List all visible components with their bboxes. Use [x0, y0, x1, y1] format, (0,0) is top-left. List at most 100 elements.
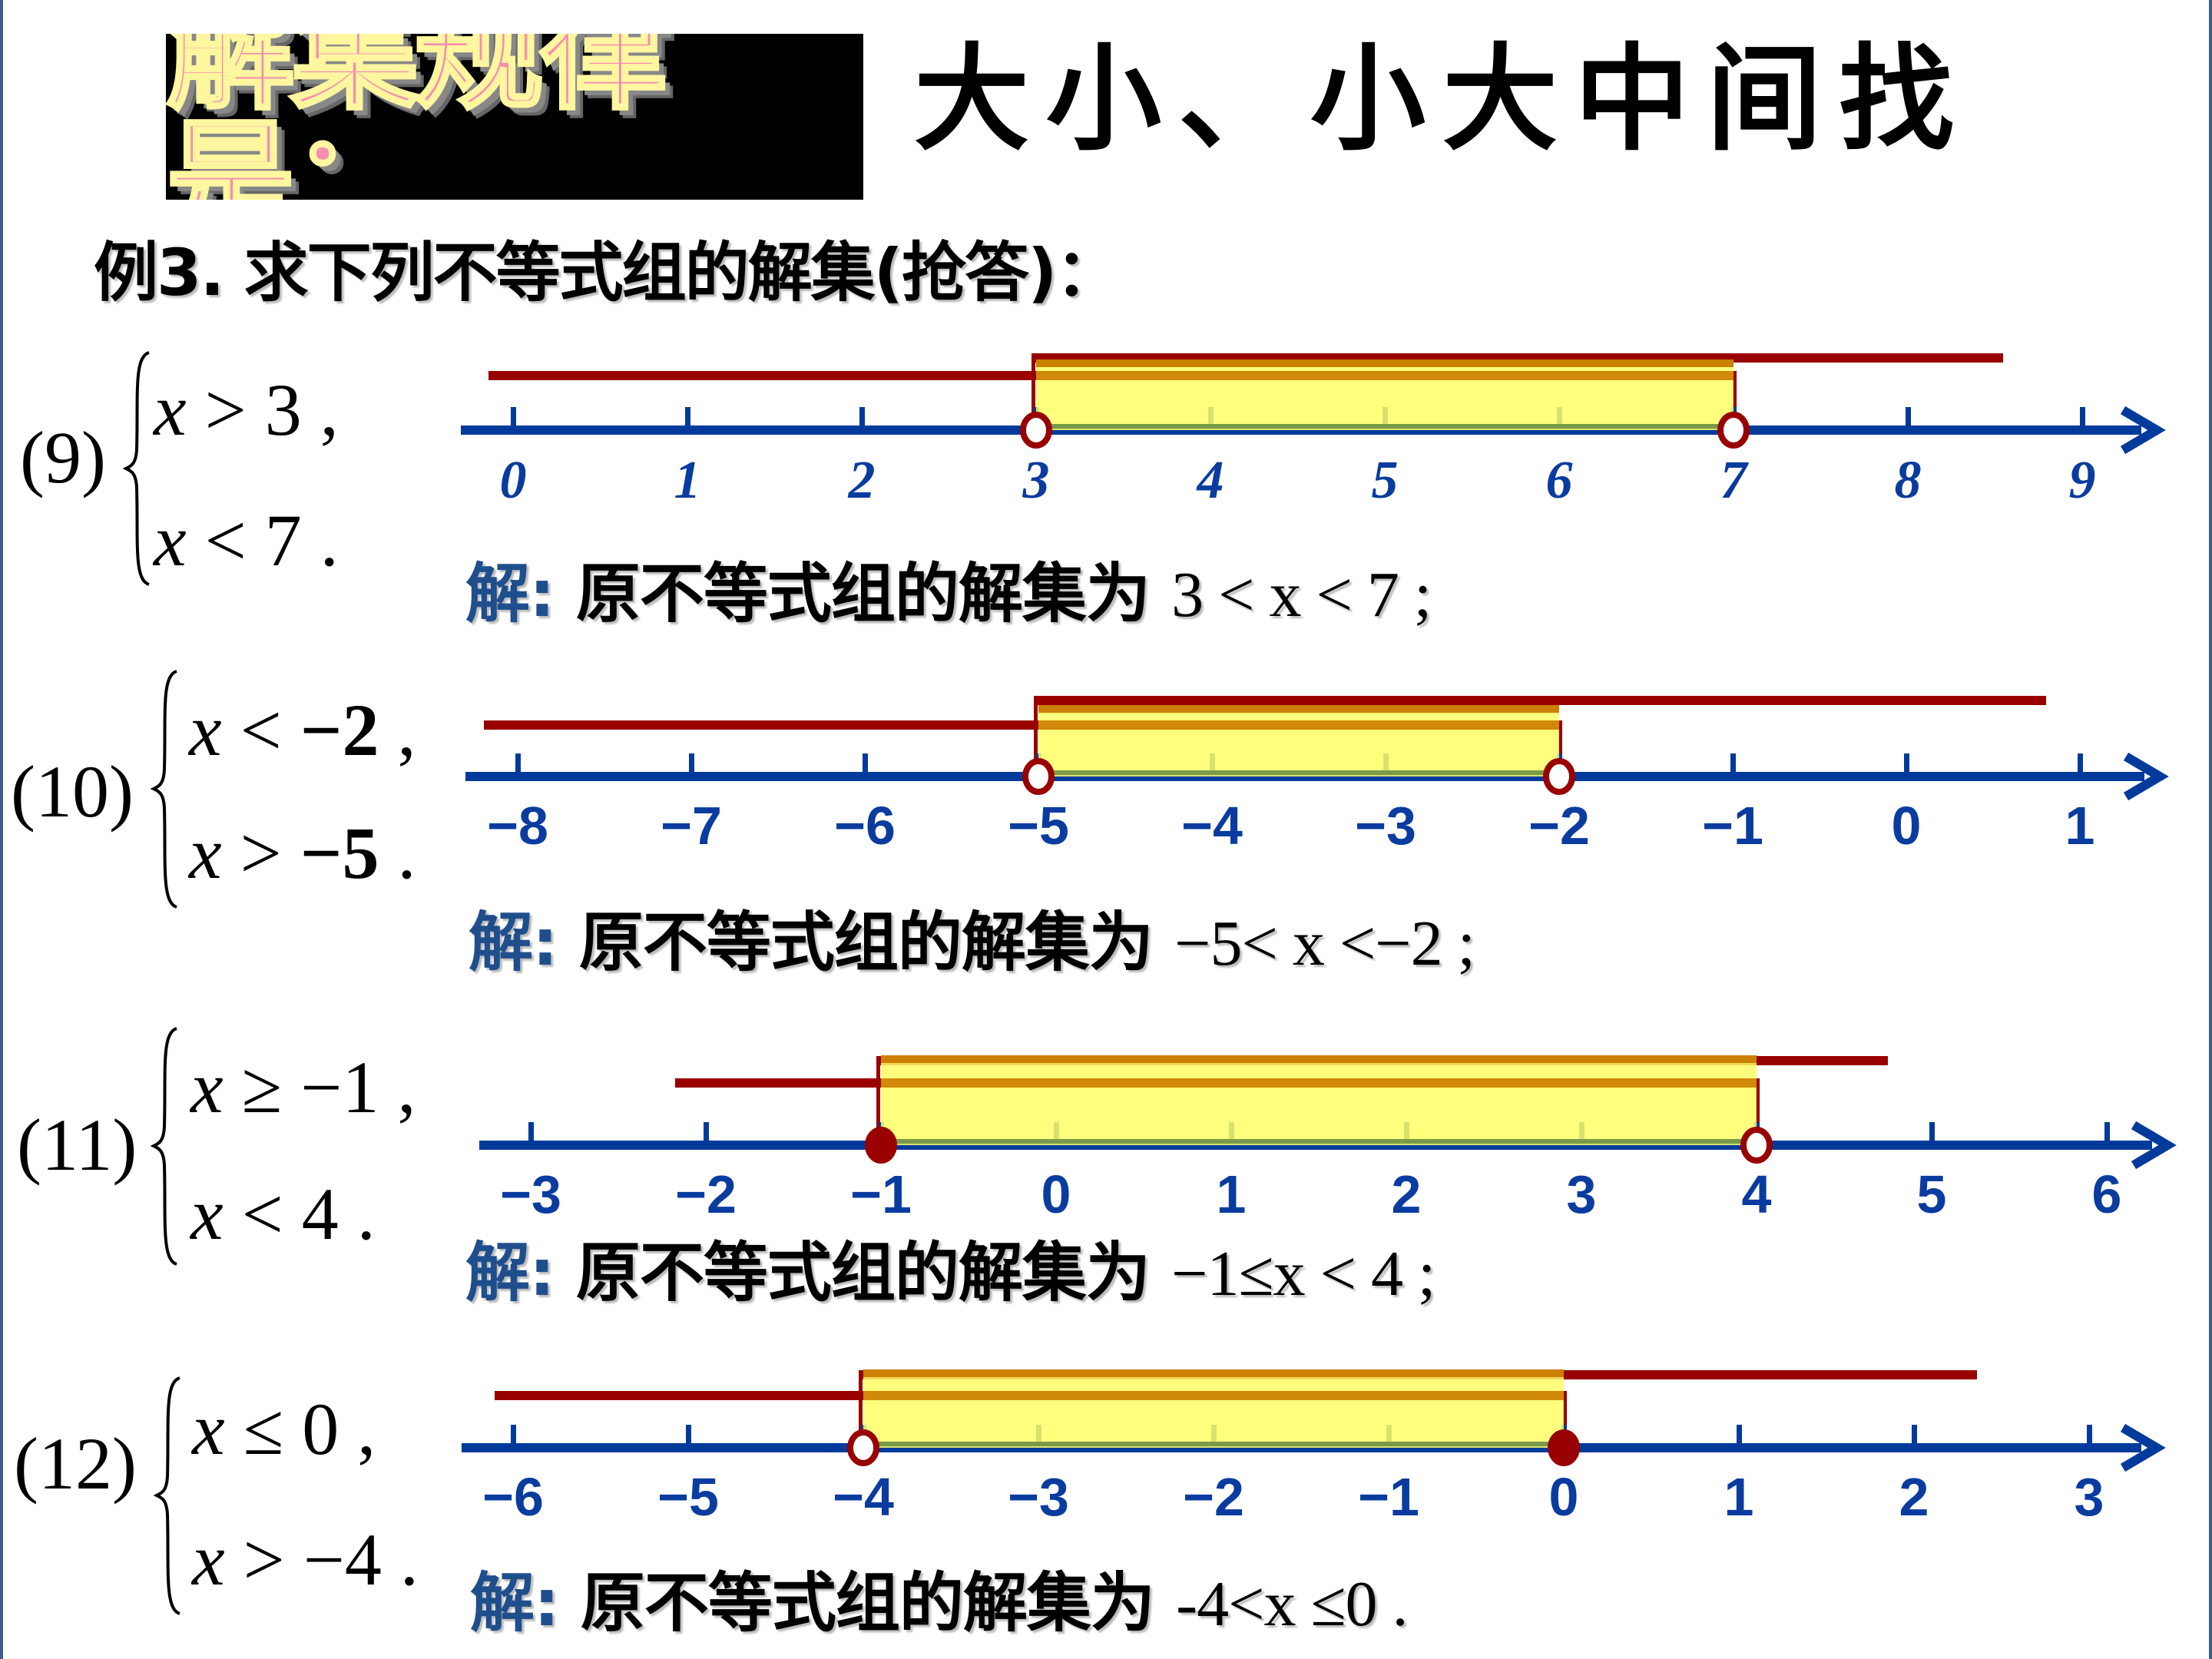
tick-label: 0 [1549, 1467, 1579, 1527]
tick [704, 1122, 709, 1145]
tick-label: 0 [500, 451, 527, 510]
tick-label: 4 [1196, 451, 1224, 510]
answer-prefix: 解: [470, 1565, 560, 1641]
tick-label: 3 [1567, 1164, 1597, 1224]
highlight-overlap-bar [1038, 720, 1559, 730]
tick-label: 2 [1899, 1467, 1929, 1527]
variable: x [190, 1173, 224, 1255]
tick [2080, 407, 2085, 430]
answer-expression: −1≤x < 4 ; [1171, 1238, 1435, 1310]
highlight-overlap-bar [863, 1391, 1564, 1400]
example-heading: 例3. 求下列不等式组的解集(抢答)： [94, 235, 1120, 310]
variable: x [190, 1046, 224, 1128]
variable: x [154, 369, 187, 451]
problem-12-answer: 解: 原不等式组的解集为 -4<x ≤0 . [470, 1551, 1409, 1644]
slide-frame-left [0, 0, 3, 1659]
punctuation: , [397, 1046, 416, 1128]
tick-label: −2 [1183, 1467, 1244, 1527]
tick-label: 2 [1392, 1164, 1422, 1224]
value: −2 [300, 689, 379, 771]
problem-11-label: (11) [17, 1104, 137, 1186]
problem-12-brace-icon [154, 1376, 180, 1615]
operator: < [204, 499, 247, 581]
value: −1 [300, 1046, 379, 1128]
problem-11-brace-icon [151, 1027, 177, 1266]
answer-expression: -4<x ≤0 . [1176, 1568, 1408, 1640]
tick-label: −3 [1008, 1467, 1069, 1527]
tick-label: −4 [1181, 796, 1243, 856]
tick [1737, 1425, 1742, 1448]
tick-label: 9 [2069, 451, 2096, 510]
closed-endpoint-dot [865, 1127, 897, 1164]
problem-10-inequality-2: x > −5 . [189, 810, 416, 896]
answer-expression: 3 < x < 7 ; [1171, 559, 1432, 631]
tick-label: 0 [1892, 796, 1922, 856]
value: 7 [264, 499, 302, 581]
problem-11-answer: 解: 原不等式组的解集为 −1≤x < 4 ; [465, 1221, 1435, 1314]
tick-label: −6 [834, 796, 896, 856]
value: 0 [302, 1388, 339, 1470]
highlight-axis-overlap [1036, 424, 1734, 429]
tick [2078, 753, 2083, 777]
closed-endpoint-dot [1548, 1429, 1580, 1466]
value: 3 [264, 369, 302, 451]
tick [2087, 1425, 2092, 1448]
tick-label: 2 [848, 451, 876, 510]
highlight-top-bar [1038, 705, 1559, 713]
tick-label: −6 [482, 1467, 544, 1527]
problem-9-label: (9) [20, 416, 106, 498]
highlight-top-bar [1036, 359, 1734, 367]
problem-11-inequality-2: x < 4 . [190, 1171, 376, 1257]
upper-ray-drop [876, 1056, 880, 1141]
tick-label: −2 [1528, 796, 1590, 856]
highlight-axis-overlap [1038, 770, 1559, 775]
lower-ray-drop [1756, 1078, 1760, 1141]
tick-label: −1 [1702, 796, 1763, 856]
open-endpoint-circle [1022, 758, 1055, 795]
open-endpoint-circle [1543, 758, 1575, 795]
problem-12-inequality-2: x > −4 . [192, 1517, 419, 1602]
tick [1912, 1425, 1917, 1448]
tick-label: 5 [1917, 1164, 1947, 1224]
highlight-top-bar [881, 1055, 1757, 1063]
tick-label: 1 [674, 451, 701, 510]
punctuation: . [356, 1173, 376, 1255]
tick-label: 4 [1742, 1164, 1772, 1224]
title-wordart-box: 解集规律是： [166, 34, 863, 200]
answer-expression: −5< x <−2 ; [1174, 908, 1475, 979]
variable: x [189, 689, 222, 771]
tick-label: −3 [1355, 796, 1416, 856]
punctuation: . [320, 499, 339, 581]
problem-9-brace-icon [123, 351, 150, 586]
problem-12-inequality-1: x ≤ 0 , [192, 1386, 376, 1472]
tick-label: 3 [2075, 1467, 2104, 1527]
tick-label: −7 [661, 796, 722, 856]
tick-label: −2 [675, 1164, 737, 1224]
tick-label: −5 [657, 1467, 719, 1527]
tick [1904, 753, 1909, 777]
tick-label: −4 [833, 1467, 894, 1527]
tick [859, 407, 865, 430]
operator: ≥ [241, 1046, 283, 1128]
variable: x [154, 499, 187, 581]
answer-text: 原不等式组的解集为 [575, 1235, 1151, 1310]
highlight-overlap-bar [1036, 371, 1734, 380]
upper-ray-drop [1031, 353, 1035, 426]
operator: < [241, 1173, 283, 1255]
tick-label: −1 [850, 1164, 912, 1224]
arrow-icon [2120, 1423, 2166, 1472]
tick [511, 1425, 516, 1448]
open-endpoint-circle [1020, 412, 1052, 449]
answer-text: 原不等式组的解集为 [575, 556, 1151, 631]
tick [1730, 753, 1736, 777]
value: −4 [303, 1518, 382, 1601]
problem-10-brace-icon [151, 670, 177, 909]
arrow-icon [2120, 406, 2166, 455]
problem-10-answer: 解: 原不等式组的解集为 −5< x <−2 ; [469, 891, 1475, 984]
highlight-top-bar [863, 1369, 1564, 1377]
answer-prefix: 解: [469, 905, 558, 980]
